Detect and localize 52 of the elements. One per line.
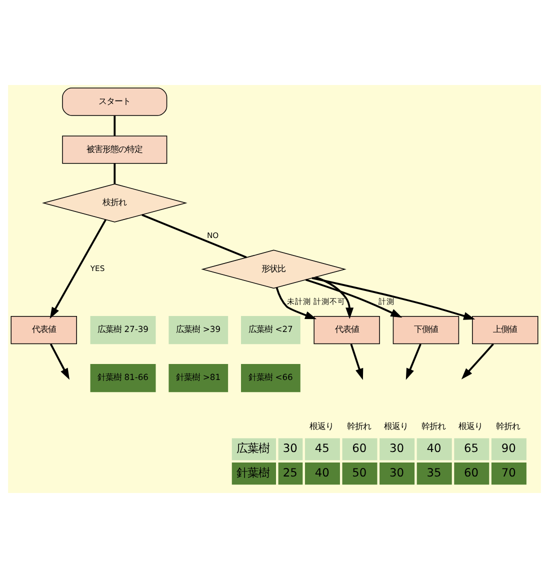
label: 根返り xyxy=(310,420,334,431)
node-box: 代表値 xyxy=(10,316,77,344)
node-box: 下側値 xyxy=(392,316,460,344)
node-box: 上側値 xyxy=(472,316,538,344)
node-box: 被害形態の特定 xyxy=(62,136,168,164)
node-box: 針葉樹 81-66 xyxy=(90,364,156,392)
label: 30 xyxy=(282,440,298,455)
label: 50 xyxy=(352,465,367,480)
label: 幹折れ xyxy=(421,420,446,431)
edge-label: YES xyxy=(90,264,105,274)
label: 30 xyxy=(389,440,404,455)
node-diamond: 形状比 xyxy=(201,250,346,289)
label: 45 xyxy=(314,440,330,455)
arrow xyxy=(350,344,364,380)
node-box: 広葉樹 27-39 xyxy=(90,316,156,344)
node-box: 代表値 xyxy=(314,316,380,344)
edge-label: NO xyxy=(207,231,219,240)
label: 針葉樹 xyxy=(236,465,270,480)
arrow xyxy=(315,276,354,320)
label: 40 xyxy=(314,465,330,480)
label: 25 xyxy=(282,465,298,480)
arrow xyxy=(50,344,70,380)
node-box: 針葉樹 >81 xyxy=(168,364,228,392)
edge-label: 未計測 計測不可 xyxy=(287,297,346,306)
arrow xyxy=(276,287,317,320)
label: 35 xyxy=(426,465,442,480)
arrow xyxy=(461,343,494,380)
node-box: 針葉樹 <66 xyxy=(241,364,300,392)
label: 60 xyxy=(464,465,479,480)
node-diamond: 枝折れ xyxy=(42,184,188,222)
arrow xyxy=(305,278,402,318)
label: 幹折れ xyxy=(496,420,520,431)
connector xyxy=(114,116,116,136)
label: 根返り xyxy=(384,420,408,431)
node-box: 広葉樹 >39 xyxy=(168,316,228,344)
edge-label: 計測 xyxy=(378,297,394,306)
node-box: 広葉樹 <27 xyxy=(241,316,300,344)
arrow xyxy=(312,277,476,320)
label: 40 xyxy=(426,440,442,455)
label: 70 xyxy=(501,465,516,480)
label: 90 xyxy=(501,440,516,455)
label: 幹折れ xyxy=(346,420,371,431)
arrow xyxy=(50,219,107,319)
label: 広葉樹 xyxy=(236,440,270,455)
label: 65 xyxy=(464,440,479,455)
label: 根返り xyxy=(458,420,483,431)
node-box: スタート xyxy=(62,88,168,116)
label: 60 xyxy=(352,440,367,455)
connector xyxy=(142,214,247,258)
label: 30 xyxy=(389,465,404,480)
connector xyxy=(114,164,116,184)
arrow xyxy=(406,344,422,380)
